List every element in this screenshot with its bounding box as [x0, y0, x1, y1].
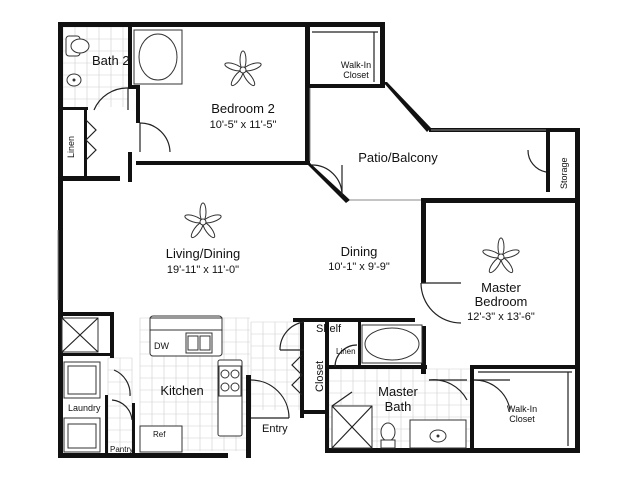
- dining-label: Dining: [341, 244, 378, 259]
- walkin-closet-top-label-1: Walk-In: [341, 60, 371, 70]
- master-bath-label-2: Bath: [385, 399, 412, 414]
- stove-icon: [220, 382, 230, 392]
- walkin-closet-master-label-1: Walk-In: [507, 404, 537, 414]
- toilet-icon: [380, 422, 396, 442]
- door-swing-icon: [85, 87, 547, 421]
- master-bedroom-label-2: Bedroom: [475, 294, 528, 309]
- dw-label: DW: [154, 341, 169, 351]
- sink-icon: [187, 335, 199, 351]
- dryer-icon: [67, 423, 97, 449]
- room-labels: Bath 2 Bedroom 2 10'-5" x 11'-5" Walk-In…: [66, 53, 569, 454]
- bathtub-icon: [364, 327, 420, 361]
- windows: [57, 88, 546, 300]
- kitchen-label: Kitchen: [160, 383, 203, 398]
- ceiling-fan-icon: [482, 237, 520, 274]
- dining-dims: 10'-1" x 9'-9": [328, 261, 390, 273]
- storage-label: Storage: [559, 157, 569, 189]
- patio-label: Patio/Balcony: [358, 150, 438, 165]
- bath2-fixtures: [65, 29, 183, 87]
- bedroom2-dims: 10'-5" x 11'-5": [210, 119, 277, 131]
- stove-icon: [230, 369, 240, 379]
- closet-label: Closet: [314, 361, 326, 392]
- stove-icon: [220, 369, 230, 379]
- master-bath-label-1: Master: [378, 384, 418, 399]
- stove-icon: [230, 382, 240, 392]
- pantry-label: Pantry: [110, 445, 133, 454]
- linen-left-label: Linen: [66, 136, 76, 158]
- kitchen-fixtures: [61, 315, 243, 453]
- laundry-label: Laundry: [68, 403, 101, 413]
- washer-icon: [67, 365, 97, 395]
- bathtub-icon: [138, 33, 178, 81]
- sink-icon: [199, 335, 211, 351]
- entry-label: Entry: [262, 423, 288, 435]
- linen-master-label: Linen: [336, 347, 356, 356]
- ceiling-fan-icon: [184, 202, 222, 239]
- walkin-closet-master-label-2: Closet: [509, 414, 535, 424]
- master-bedroom-label-1: Master: [481, 280, 521, 295]
- toilet-icon: [380, 439, 396, 449]
- living-dining-dims: 19'-11" x 11'-0": [167, 264, 239, 276]
- bedroom2-label: Bedroom 2: [211, 101, 275, 116]
- master-bedroom-dims: 12'-3" x 13'-6": [467, 311, 535, 323]
- living-dining-label: Living/Dining: [166, 246, 240, 261]
- bath2-label: Bath 2: [92, 53, 130, 68]
- ceiling-fan-icon: [224, 50, 262, 87]
- ref-label: Ref: [153, 430, 166, 439]
- walkin-closet-rods-top: [312, 31, 378, 82]
- walkin-closet-top-label-2: Closet: [343, 70, 369, 80]
- toilet-icon: [70, 38, 90, 54]
- master-bath-fixtures: [331, 324, 467, 449]
- walkin-closet-rods-master: [478, 371, 572, 446]
- sink-icon: [72, 78, 76, 82]
- shelf-label: Shelf: [316, 323, 342, 335]
